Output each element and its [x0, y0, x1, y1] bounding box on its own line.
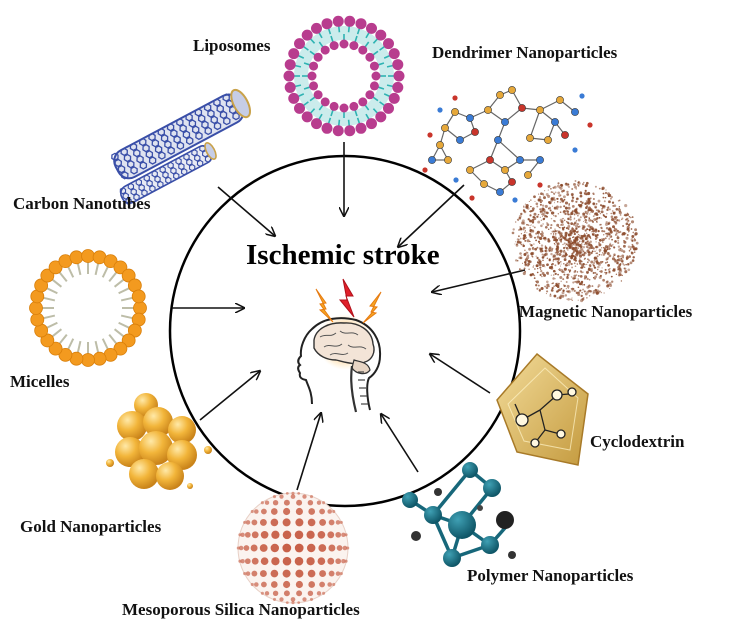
label-carbon-nanotubes: Carbon Nanotubes	[13, 194, 151, 213]
arrow-gold	[199, 371, 260, 421]
arrow-carbon-nanotubes	[217, 186, 275, 236]
carbon-nanotube-icon	[111, 88, 252, 206]
brain-head-profile-icon	[297, 278, 382, 413]
label-liposomes: Liposomes	[193, 36, 271, 55]
mesoporous-silica-sphere-icon	[236, 491, 350, 605]
polymer-network-icon	[402, 462, 516, 567]
label-micelles: Micelles	[10, 372, 70, 391]
arrow-polymer	[381, 414, 419, 473]
liposome-icon	[283, 15, 405, 137]
arrow-mesoporous-silica	[296, 413, 321, 491]
label-dendrimer: Dendrimer Nanoparticles	[432, 43, 618, 62]
dendrimer-molecule-icon	[422, 86, 593, 203]
gold-nanoparticle-cluster-icon	[106, 393, 212, 490]
label-magnetic: Magnetic Nanoparticles	[519, 302, 693, 321]
arrow-dendrimer	[398, 184, 465, 247]
label-gold: Gold Nanoparticles	[20, 517, 162, 536]
arrows	[172, 142, 526, 491]
cyclodextrin-icon	[496, 352, 589, 466]
label-polymer: Polymer Nanoparticles	[467, 566, 634, 585]
arrow-cyclodextrin	[430, 354, 491, 394]
center-title: Ischemic stroke	[246, 239, 440, 271]
label-cyclodextrin: Cyclodextrin	[590, 432, 685, 451]
micelle-icon	[29, 249, 147, 367]
arrow-magnetic	[432, 269, 526, 292]
label-mesoporous-silica: Mesoporous Silica Nanoparticles	[122, 600, 360, 619]
magnetic-particle-cloud-icon	[511, 180, 639, 303]
